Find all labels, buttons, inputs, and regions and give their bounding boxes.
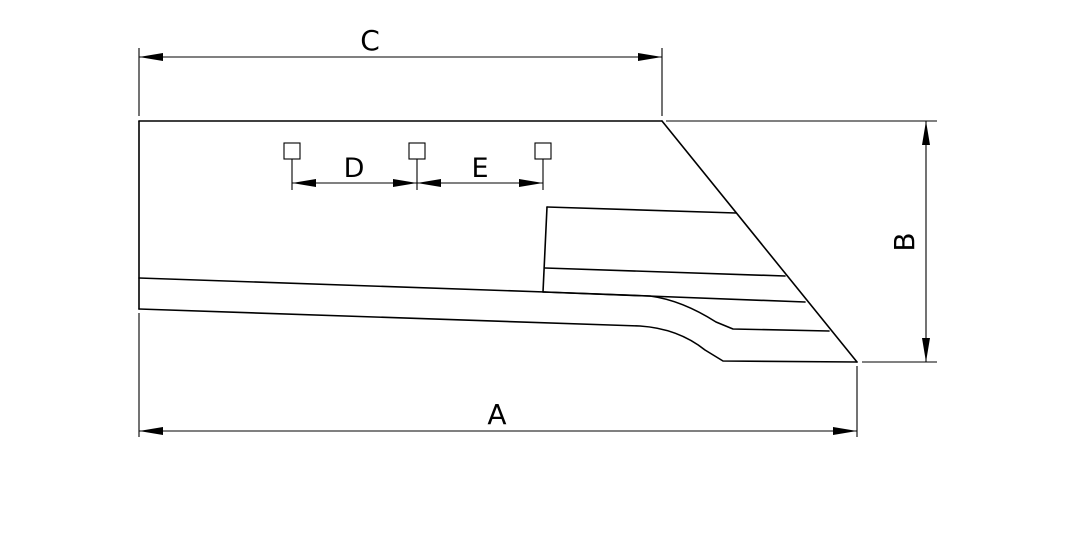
step-block-top	[546, 206, 737, 214]
dimension-b: B	[666, 120, 937, 363]
hole-marker-3	[534, 142, 552, 160]
hole-marker-2	[408, 142, 426, 160]
dimension-b-arrow-bottom	[922, 338, 930, 362]
dimension-c-arrow-left	[139, 53, 163, 61]
dimension-e-label: E	[471, 153, 488, 184]
hole-markers	[283, 142, 552, 190]
dimension-a-label: A	[487, 398, 506, 431]
dimension-c-label: C	[360, 24, 380, 57]
dimension-d-label: D	[344, 153, 365, 184]
dimension-a-arrow-left	[139, 427, 163, 435]
dimension-b-label: B	[888, 232, 921, 251]
hole-marker-1	[283, 142, 301, 160]
step-block-mid-line	[544, 267, 786, 277]
part-outline	[138, 120, 858, 363]
dimension-d-arrow-right	[393, 179, 417, 187]
dimension-d: D	[292, 153, 417, 187]
dimension-d-arrow-left	[292, 179, 316, 187]
dimension-e: E	[417, 153, 543, 187]
inner-features	[138, 206, 830, 332]
inner-upper-bevel-line	[138, 277, 546, 293]
outline-bottom-contour	[138, 308, 858, 363]
dimension-c: C	[138, 24, 663, 116]
dimension-e-arrow-right	[519, 179, 543, 187]
inner-lower-curve	[544, 291, 830, 332]
dimension-e-arrow-left	[417, 179, 441, 187]
dimension-b-arrow-top	[922, 121, 930, 145]
dimension-a: A	[138, 313, 858, 437]
outline-slanted-edge	[661, 120, 858, 363]
step-block-left	[542, 206, 548, 293]
dimension-c-arrow-right	[638, 53, 662, 61]
dimension-a-arrow-right	[833, 427, 857, 435]
